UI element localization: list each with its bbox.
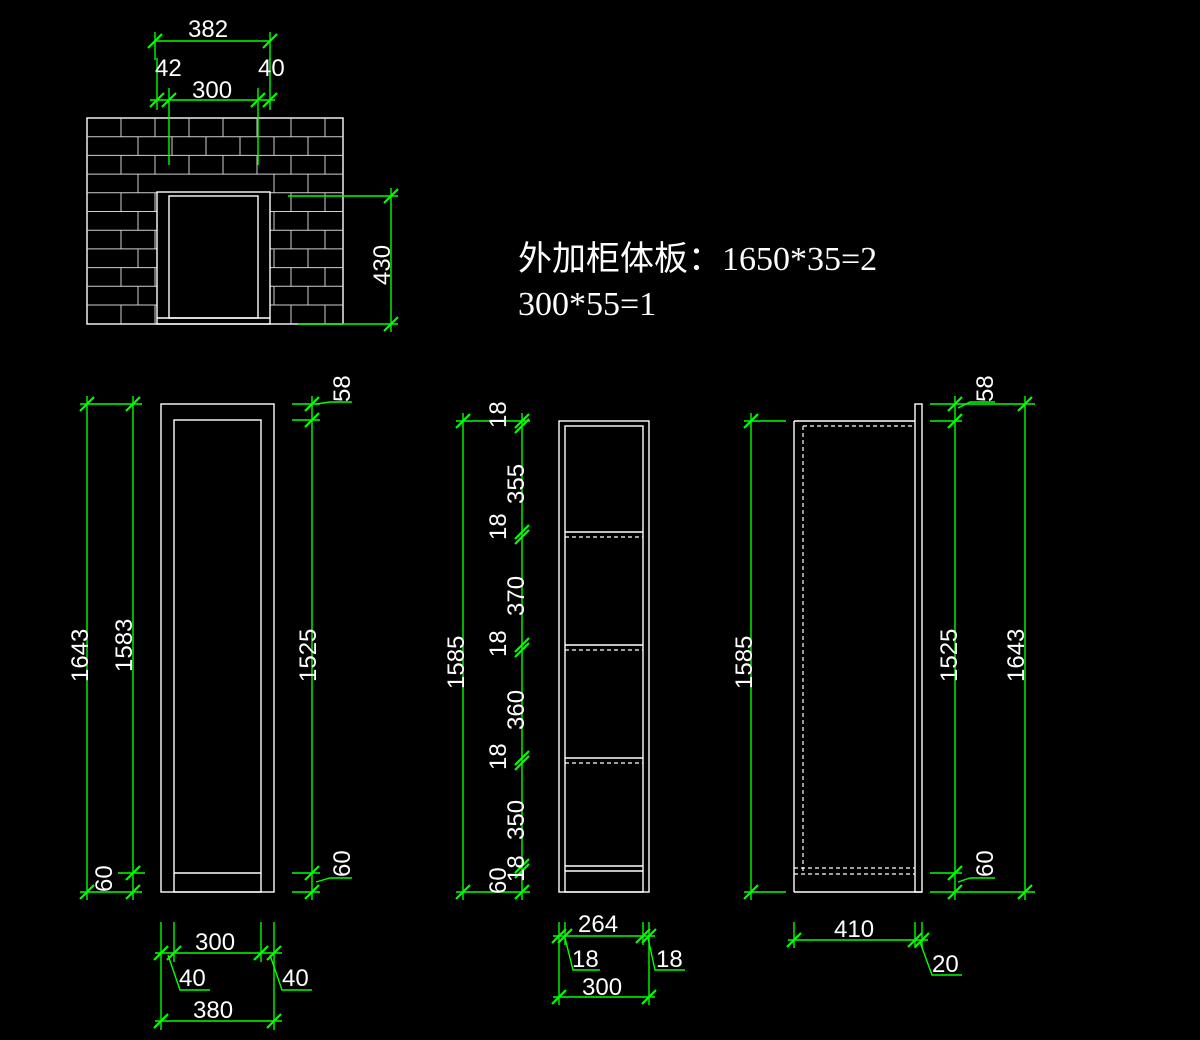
front-bottom-total-label: 380 xyxy=(193,997,233,1024)
section-shelf2-label: 18 xyxy=(485,630,512,657)
side-right-total-label: 1643 xyxy=(1003,629,1030,682)
side-right-middle-label: 1525 xyxy=(936,629,963,682)
top-inner-width-label: 300 xyxy=(192,77,232,104)
side-right-top-label: 58 xyxy=(972,375,999,402)
section-view-dimensions: 1585 18 355 18 370 18 360 18 350 60 18 2… xyxy=(443,401,685,1005)
wall-dimensions: 382 42 300 40 430 xyxy=(147,16,399,332)
wall-elevation xyxy=(86,117,344,325)
section-bay1-label: 355 xyxy=(503,464,530,504)
section-height-label: 1585 xyxy=(443,636,470,689)
front-view-dimensions: 1643 1583 60 58 1525 60 300 xyxy=(67,375,356,1030)
section-shelf3-label: 18 xyxy=(485,743,512,770)
section-inner-width-label: 264 xyxy=(578,911,618,938)
front-right-bottom-label: 60 xyxy=(329,850,356,877)
side-right-bottom-label: 60 xyxy=(972,850,999,877)
front-bottom-inner-label: 300 xyxy=(195,929,235,956)
front-right-middle-label: 1525 xyxy=(295,629,322,682)
front-left-bottom-label: 60 xyxy=(91,865,118,892)
section-view xyxy=(558,420,650,893)
section-shelf1-label: 18 xyxy=(485,513,512,540)
note-line-1: 外加柜体板：1650*35=2 xyxy=(518,240,877,278)
side-view xyxy=(793,403,923,893)
section-bottom-panel-label: 18 xyxy=(503,855,530,882)
front-bottom-right-side-label: 40 xyxy=(282,965,309,992)
top-overall-width-label: 382 xyxy=(188,16,228,43)
section-total-width-label: 300 xyxy=(582,974,622,1001)
top-height-label: 430 xyxy=(369,245,396,285)
side-view-dimensions: 1585 58 1525 60 1643 410 20 xyxy=(731,375,1035,978)
section-bay3-label: 360 xyxy=(503,690,530,730)
side-height-label: 1585 xyxy=(731,636,758,689)
section-bay4-label: 350 xyxy=(503,800,530,840)
front-right-top-label: 58 xyxy=(329,375,356,402)
side-depth-label: 410 xyxy=(834,916,874,943)
front-view xyxy=(160,403,275,893)
side-back-thickness-label: 20 xyxy=(932,951,959,978)
section-left-panel-label: 18 xyxy=(572,946,599,973)
section-kick-label: 60 xyxy=(485,867,512,894)
section-right-panel-label: 18 xyxy=(656,946,683,973)
top-left-side-label: 42 xyxy=(155,55,182,82)
front-bottom-left-side-label: 40 xyxy=(179,965,206,992)
front-left-inner-label: 1583 xyxy=(111,619,138,672)
top-right-side-label: 40 xyxy=(258,55,285,82)
section-bay2-label: 370 xyxy=(503,576,530,616)
section-top-panel-label: 18 xyxy=(485,401,512,428)
front-left-total-label: 1643 xyxy=(67,629,94,682)
note-line-2: 300*55=1 xyxy=(518,286,656,323)
